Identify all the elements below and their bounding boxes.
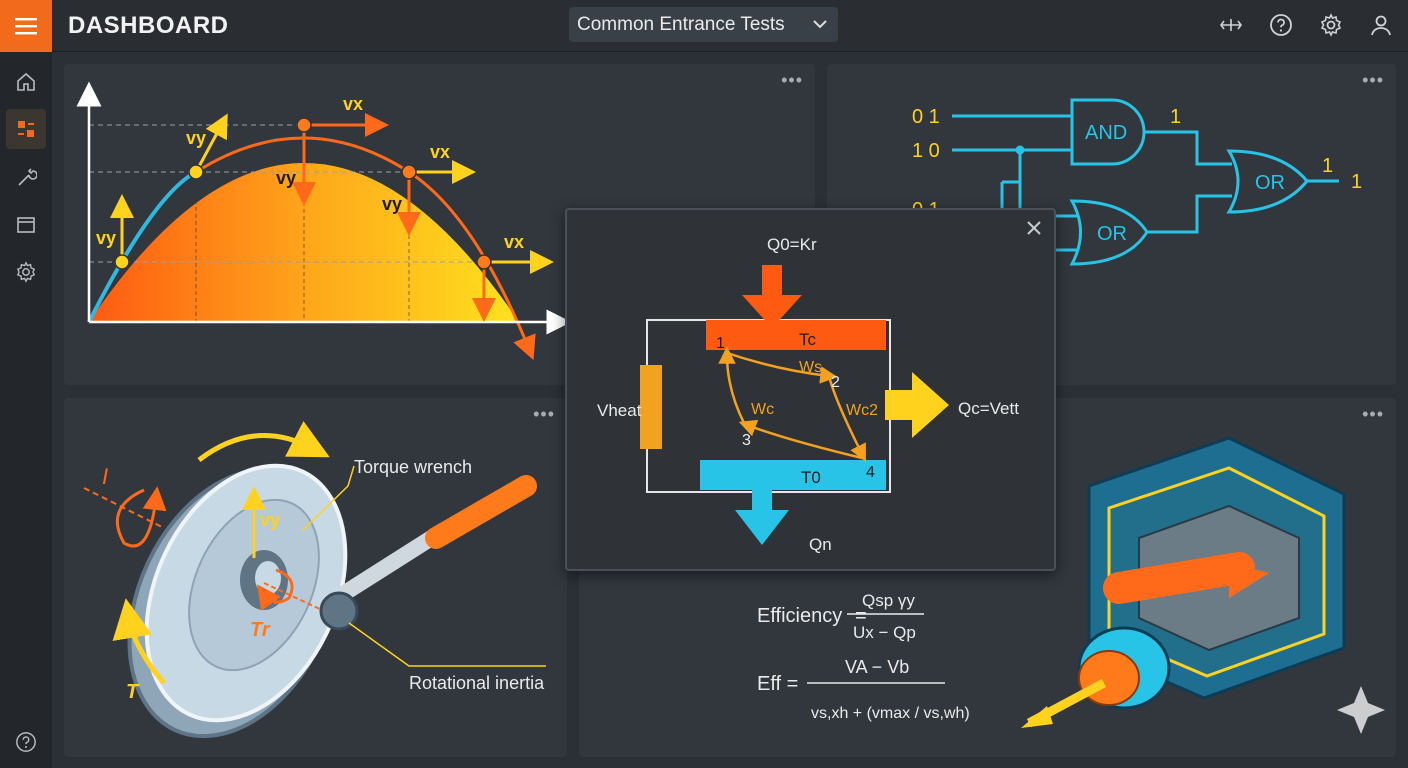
sidebar-item-settings[interactable] [6, 252, 46, 292]
modal-q-out: Qc=Vett [958, 399, 1019, 418]
help-circle-icon [16, 732, 36, 752]
heat-engine-diagram: Q0=Kr Tc T0 Vheat Qc=Vett Qn Ws Wc Wc2 1… [597, 235, 1019, 554]
or-output: 1 [1322, 155, 1333, 177]
eq1-equals: = [855, 605, 867, 627]
gear-icon [16, 261, 36, 283]
final-output: 1 [1351, 171, 1362, 193]
gate-and-label: AND [1085, 122, 1127, 144]
gate-or-bottom-label: OR [1097, 223, 1127, 245]
torque-tr-label: Tr [250, 619, 271, 641]
modal-t-hot: Tc [799, 330, 817, 349]
logic-input-1: 0 1 [912, 106, 940, 128]
label-vy-2: vy [186, 128, 206, 148]
modal-w-c: Wc [751, 401, 774, 418]
torque-diagram: Torque wrench Rotational inertia vy Tr T… [83, 421, 546, 739]
tools-icon [18, 168, 37, 186]
app-title: DASHBOARD [68, 12, 229, 39]
eq1-numerator: Qsp γy [862, 591, 915, 610]
modal-q-bottom: Qn [809, 535, 832, 554]
settings-icon [1320, 13, 1342, 37]
heat-engine-modal: Q0=Kr Tc T0 Vheat Qc=Vett Qn Ws Wc Wc2 1… [565, 208, 1056, 571]
torque-i-label: I [102, 464, 108, 489]
eq1-denominator: Ux − Qp [853, 623, 916, 642]
sidebar [0, 52, 52, 768]
eq1-lhs: Efficiency [757, 605, 842, 627]
sidebar-item-tools[interactable] [6, 158, 46, 198]
eq2-lhs: Eff = [757, 673, 798, 695]
torque-vy-label: vy [260, 510, 280, 530]
sidebar-item-modules[interactable] [6, 109, 46, 149]
help-button[interactable] [1266, 10, 1296, 40]
label-vy-5: vy [456, 278, 476, 298]
user-icon [1371, 15, 1391, 36]
top-bar: DASHBOARD Common Entrance Tests [0, 0, 1408, 52]
label-vy-4: vy [382, 194, 402, 214]
expand-icon [1220, 19, 1242, 31]
sidebar-item-help[interactable] [6, 722, 46, 762]
modal-w-c2: Wc2 [846, 402, 878, 419]
menu-button[interactable] [0, 0, 52, 52]
test-selector[interactable]: Common Entrance Tests [569, 7, 838, 42]
torque-t-label: T [126, 681, 140, 703]
equations-diagram: Efficiency = Qsp γy Ux − Qp Eff = VA − V… [757, 436, 1385, 734]
label-vy-3: vy [276, 168, 296, 188]
user-button[interactable] [1366, 10, 1396, 40]
motor-illustration [1021, 436, 1385, 734]
modal-state-4: 4 [866, 464, 875, 481]
label-vy-1: vy [96, 228, 116, 248]
modal-q-in: Q0=Kr [767, 235, 817, 254]
modules-icon [18, 121, 34, 137]
test-selector-value: Common Entrance Tests [577, 13, 785, 35]
modal-state-3: 3 [742, 432, 751, 449]
rotational-inertia-label: Rotational inertia [409, 673, 545, 693]
label-vx-2: vx [430, 142, 450, 162]
chevron-down-icon [813, 20, 827, 29]
gate-or-right-label: OR [1255, 172, 1285, 194]
help-icon [1270, 14, 1292, 36]
menu-icon [15, 18, 37, 35]
modal-state-2: 2 [831, 374, 840, 391]
window-icon [17, 217, 35, 233]
close-icon[interactable] [1024, 218, 1044, 238]
eq2-denominator: vs,xh + (vmax / vs,wh) [811, 705, 970, 722]
projectile-diagram: vx vx vx vy vy vy vy vy [76, 81, 572, 361]
label-vx-3: vx [504, 232, 524, 252]
panel-menu-button[interactable]: ••• [533, 404, 555, 424]
settings-button[interactable] [1316, 10, 1346, 40]
panel-menu-button[interactable]: ••• [1362, 70, 1384, 90]
panel-menu-button[interactable]: ••• [1362, 404, 1384, 424]
expand-button[interactable] [1216, 10, 1246, 40]
torque-panel: ••• Torque wrench Rotational inertia vy … [64, 398, 567, 757]
sidebar-item-home[interactable] [6, 62, 46, 102]
modal-w-s: Ws [799, 359, 822, 376]
sidebar-item-window[interactable] [6, 205, 46, 245]
torque-wrench-label: Torque wrench [354, 457, 472, 477]
logic-diagram: 0 1 1 0 0 1 AND OR OR 1 1 1 [912, 98, 1362, 266]
modal-state-1: 1 [716, 335, 725, 352]
logic-input-2: 1 0 [912, 140, 940, 162]
modal-v-heat: Vheat [597, 401, 642, 420]
modal-t-cold: T0 [801, 468, 821, 487]
and-output: 1 [1170, 106, 1181, 128]
panel-menu-button[interactable]: ••• [781, 70, 803, 90]
eq2-numerator: VA − Vb [845, 657, 909, 677]
sparkle-icon [1337, 686, 1385, 734]
home-icon [17, 72, 35, 91]
label-vx-1: vx [343, 94, 363, 114]
